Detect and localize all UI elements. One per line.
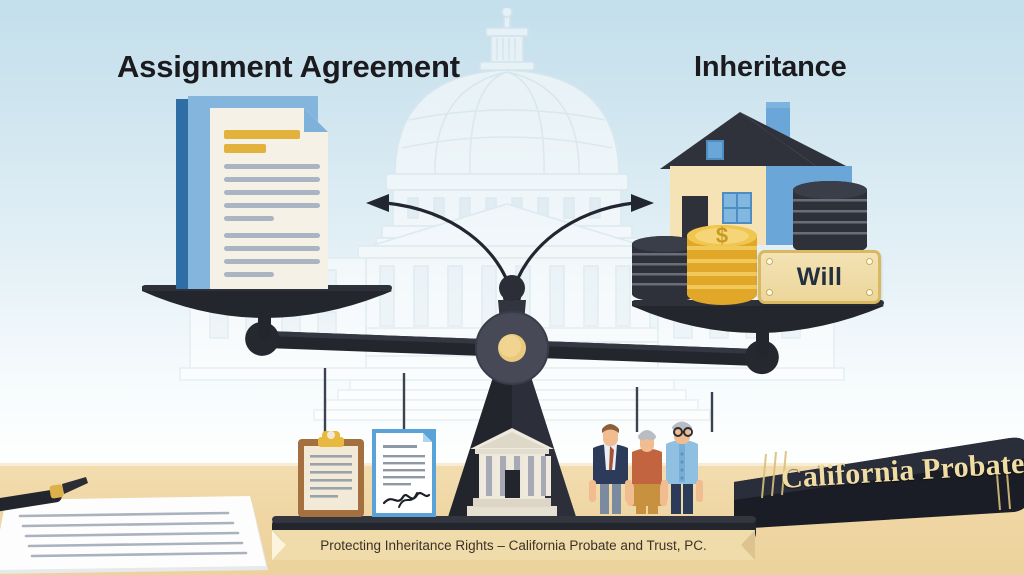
family-member-woman-elder: [627, 430, 667, 514]
clipboard-icon: [298, 431, 364, 517]
document-stack-icon: [176, 96, 328, 289]
dollar-sign-label: $: [716, 223, 728, 248]
plaque-rivet: [766, 258, 773, 265]
hanging-lines: [323, 368, 714, 432]
desk-paper-and-pen: [0, 477, 268, 574]
will-plaque-label: Will: [796, 262, 843, 291]
page-title-left: Assignment Agreement: [117, 49, 460, 84]
house-and-assets-group: $: [632, 102, 867, 305]
will-plaque-icon: Will: [758, 250, 881, 304]
curved-arrow-right-icon: [510, 201, 636, 297]
page-title-right: Inheritance: [694, 51, 847, 83]
plaque-rivet: [866, 258, 873, 265]
family-group-icon: [589, 421, 703, 514]
scale-pan-left: [142, 285, 392, 339]
caption-banner-text: Protecting Inheritance Rights – Californ…: [320, 537, 707, 553]
family-member-man-young: [589, 424, 632, 514]
fountain-pen-icon: [0, 477, 88, 513]
courthouse-icon: [467, 428, 557, 516]
arrow-head-left-icon: [366, 194, 389, 212]
plaque-rivet: [766, 289, 773, 296]
caption-banner: Protecting Inheritance Rights – Californ…: [272, 530, 755, 560]
coin-stack-gold: $: [687, 223, 757, 305]
signed-document-icon: [372, 429, 436, 517]
fulcrum: [475, 275, 549, 385]
curved-arrow-left-icon: [384, 201, 514, 297]
plaque-rivet: [866, 289, 873, 296]
family-member-man-elder: [661, 421, 703, 514]
arrow-head-right-icon: [631, 194, 654, 212]
law-book-icon: [734, 437, 1024, 529]
coin-stack-dark-right: [793, 181, 867, 255]
